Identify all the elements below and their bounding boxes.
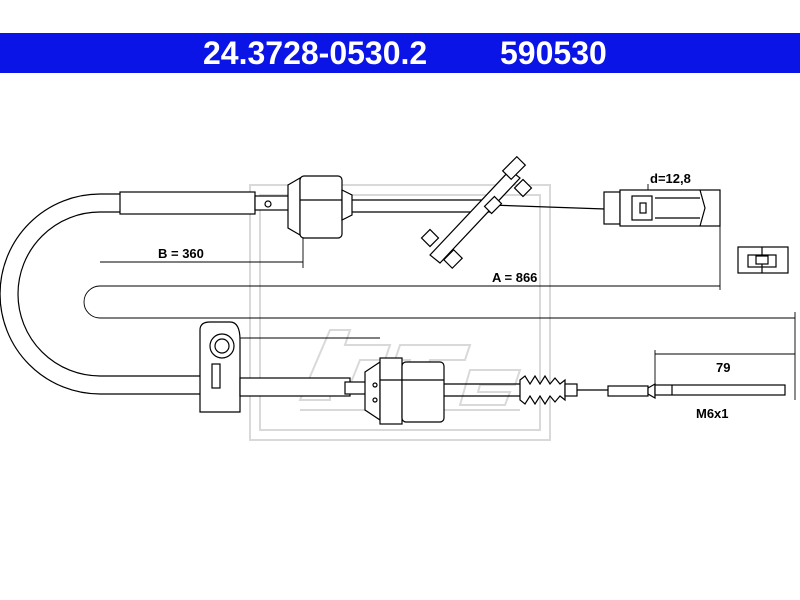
lower-mount-bracket	[199, 321, 241, 413]
dimension-d-label: d=12,8	[650, 171, 691, 186]
dimension-thread-length-label: 79	[716, 360, 730, 375]
bellows-boot	[519, 374, 608, 406]
lower-inner-cable	[444, 383, 520, 397]
thread-spec-label: M6x1	[696, 406, 729, 421]
title-bar: 24.3728-0530.2 590530	[0, 33, 800, 73]
part-number: 24.3728-0530.2	[203, 35, 428, 71]
eye-section-view	[737, 246, 789, 274]
threaded-rod-end	[607, 382, 786, 400]
upper-sleeve	[119, 191, 291, 215]
lower-adjuster	[364, 357, 445, 425]
reference-number: 590530	[500, 35, 607, 71]
dimension-a-label: A = 866	[492, 270, 537, 285]
upper-inner-cable	[352, 199, 606, 213]
eye-end-fitting	[603, 189, 721, 227]
dimension-lines	[83, 184, 796, 400]
lower-sleeve	[239, 377, 368, 397]
dimension-b-label: B = 360	[158, 246, 204, 261]
cable-housing	[0, 193, 210, 395]
upper-bracket	[420, 155, 533, 270]
upper-adjuster	[287, 175, 353, 239]
